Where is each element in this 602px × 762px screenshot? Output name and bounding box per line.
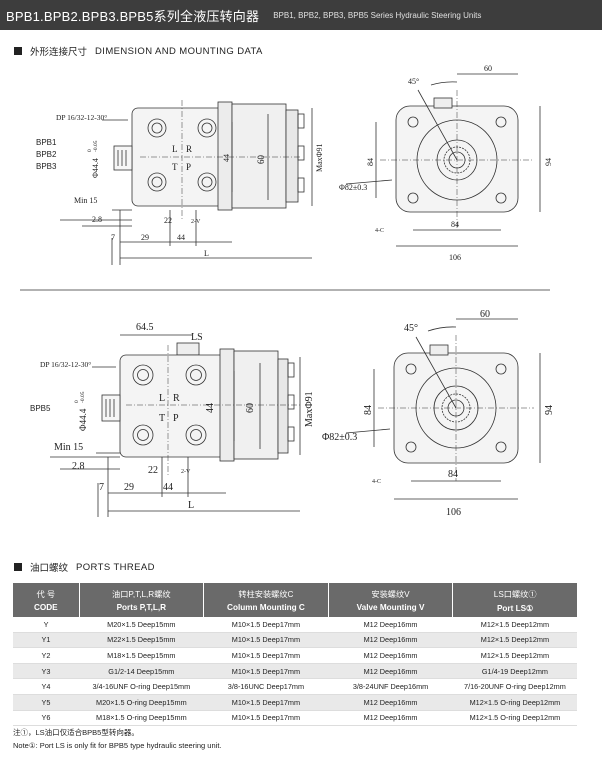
drawing2-front-view bbox=[345, 318, 541, 500]
front-106: 106 bbox=[446, 507, 461, 518]
body-44: 44 bbox=[205, 403, 216, 413]
port-P: P bbox=[186, 162, 191, 172]
front-84-vertical: 84 bbox=[366, 158, 375, 166]
front-94: 94 bbox=[544, 405, 555, 415]
dim-22: 22 bbox=[164, 216, 172, 225]
front-106: 106 bbox=[449, 253, 461, 262]
model-label: BPB1 bbox=[36, 138, 57, 147]
port-L: L bbox=[159, 393, 165, 404]
dim-L: L bbox=[204, 249, 209, 258]
thread-title-en: PORTS THREAD bbox=[76, 561, 155, 573]
port-R: R bbox=[173, 393, 180, 404]
shaft-tolerance-bottom: -0.05 bbox=[93, 140, 99, 152]
dimension-title-cn: 外形连接尺寸 bbox=[30, 47, 88, 58]
port-T: T bbox=[172, 162, 178, 172]
model-label: BPB3 bbox=[36, 162, 57, 171]
dimension-title-en: DIMENSION AND MOUNTING DATA bbox=[95, 45, 263, 57]
thread-2v-label: 2-V bbox=[191, 219, 201, 225]
port-P: P bbox=[173, 413, 179, 424]
square-bullet-icon bbox=[14, 563, 22, 571]
drawing1-technical-drawing: DP 16/32-12-30° Φ44.4 0 -0.05 Min 15 2.8… bbox=[56, 64, 553, 265]
drawing-divider bbox=[20, 289, 550, 291]
shaft-tolerance-top: 0 bbox=[74, 400, 80, 403]
drawing1-side-view bbox=[60, 100, 313, 265]
dim-29: 29 bbox=[141, 233, 149, 242]
note-en: Note①: Port LS is only fit for BPB5 type… bbox=[13, 741, 222, 750]
front-60: 60 bbox=[480, 309, 490, 320]
dim-2-8: 2.8 bbox=[92, 215, 102, 224]
ls-port-label: LS bbox=[191, 332, 203, 343]
front-84-horizontal: 84 bbox=[451, 220, 459, 229]
page-subtitle: BPB1, BPB2, BPB3, BPB5 Series Hydraulic … bbox=[273, 10, 482, 20]
dim-7: 7 bbox=[99, 482, 104, 493]
drawing1-front-view bbox=[345, 73, 541, 247]
notes: 注①，LS油口仅适合BPB5型转向器。 Note①: Port LS is on… bbox=[13, 726, 222, 752]
min-length-label: Min 15 bbox=[54, 442, 83, 453]
body-44: 44 bbox=[222, 154, 231, 162]
max-diameter-label: MaxΦ91 bbox=[304, 391, 315, 427]
drawing1-model-labels: BPB1 BPB2 BPB3 bbox=[36, 137, 56, 173]
dim-44: 44 bbox=[177, 233, 185, 242]
model-label: BPB2 bbox=[36, 150, 57, 159]
dim-2-8: 2.8 bbox=[72, 461, 85, 472]
shaft-tolerance-bottom: -0.05 bbox=[80, 391, 86, 403]
drawing2-technical-drawing: 64.5 LS DP 16/32-12-30° Φ44.4 0 -0.05 Mi… bbox=[40, 309, 555, 518]
port-L: L bbox=[172, 144, 178, 154]
model-label: BPB5 bbox=[30, 404, 51, 413]
dim-22: 22 bbox=[148, 465, 158, 476]
front-84-vertical: 84 bbox=[363, 405, 374, 415]
title-bar: BPB1.BPB2.BPB3.BPB5系列全液压转向器 BPB1, BPB2, … bbox=[0, 0, 602, 30]
thread-title-cn: 油口螺纹 bbox=[30, 563, 69, 574]
holes-4c-label: 4-C bbox=[372, 479, 381, 485]
angle-45-label: 45° bbox=[404, 323, 418, 334]
dim-64-5: 64.5 bbox=[136, 322, 154, 333]
dim-44: 44 bbox=[163, 482, 173, 493]
holes-4c-label: 4-C bbox=[375, 228, 384, 234]
dp-label: DP 16/32-12-30° bbox=[56, 113, 107, 122]
drawing2-model-labels: BPB5 bbox=[30, 403, 50, 415]
front-60: 60 bbox=[484, 64, 492, 73]
thread-2v-label: 2-V bbox=[181, 469, 191, 475]
pilot-diameter-label: Φ82±0.3 bbox=[339, 183, 367, 192]
port-R: R bbox=[186, 144, 192, 154]
max-diameter-label: MaxΦ91 bbox=[315, 143, 324, 172]
dimension-section-header: 外形连接尺寸 DIMENSION AND MOUNTING DATA bbox=[14, 44, 263, 58]
angle-45-label: 45° bbox=[408, 77, 419, 86]
dim-7: 7 bbox=[111, 233, 115, 242]
shaft-tolerance-top: 0 bbox=[87, 149, 93, 152]
dim-29: 29 bbox=[124, 482, 134, 493]
square-bullet-icon bbox=[14, 47, 22, 55]
front-94: 94 bbox=[544, 158, 553, 166]
thread-section-header: 油口螺纹 PORTS THREAD bbox=[14, 560, 155, 574]
body-60: 60 bbox=[245, 403, 256, 413]
dim-L: L bbox=[188, 500, 194, 511]
port-T: T bbox=[159, 413, 165, 424]
drawing2-side-view bbox=[50, 334, 301, 517]
body-60: 60 bbox=[256, 155, 266, 165]
pilot-diameter-label: Φ82±0.3 bbox=[322, 432, 357, 443]
page-title: BPB1.BPB2.BPB3.BPB5系列全液压转向器 bbox=[6, 8, 260, 24]
dp-label: DP 16/32-12-30° bbox=[40, 360, 91, 369]
front-84-horizontal: 84 bbox=[448, 469, 458, 480]
shaft-diameter-label: Φ44.4 bbox=[78, 408, 88, 431]
note-cn: 注①，LS油口仅适合BPB5型转向器。 bbox=[13, 728, 139, 737]
min-length-label: Min 15 bbox=[74, 196, 97, 205]
shaft-diameter-label: Φ44.4 bbox=[91, 158, 100, 178]
